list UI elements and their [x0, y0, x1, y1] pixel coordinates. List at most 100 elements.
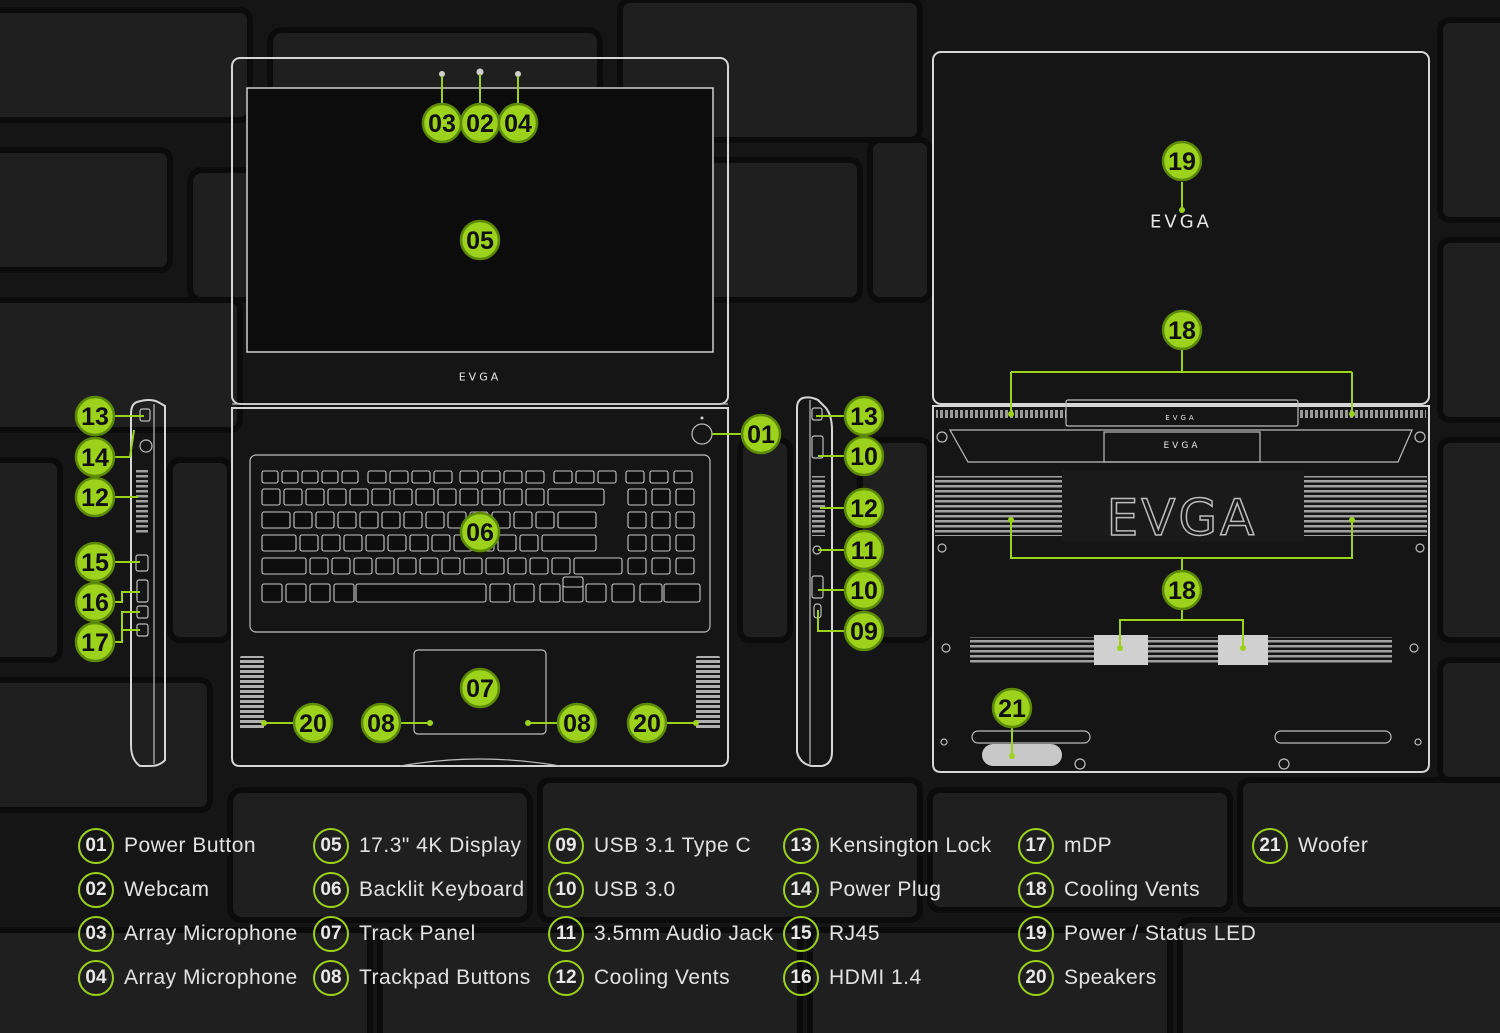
keycap — [562, 576, 584, 588]
svg-text:12: 12 — [850, 495, 878, 523]
keycap — [459, 470, 479, 484]
keycap — [285, 583, 307, 603]
keycap — [627, 488, 647, 506]
keycap — [585, 583, 607, 603]
keycap — [611, 583, 635, 603]
svg-text:12: 12 — [81, 484, 109, 512]
keycap — [397, 557, 417, 575]
keycap — [261, 511, 291, 529]
keycap — [513, 583, 535, 603]
front-view: EVGA — [231, 57, 729, 767]
svg-text:06: 06 — [466, 519, 494, 547]
svg-text:20: 20 — [633, 710, 661, 738]
keycap — [261, 488, 281, 506]
speaker-left — [240, 656, 264, 730]
speaker-right — [696, 656, 720, 730]
keycap — [261, 583, 283, 603]
keycap — [349, 488, 369, 506]
lid-back-outline — [932, 51, 1430, 405]
keycap — [597, 470, 617, 484]
keycap — [497, 534, 517, 552]
keycap — [331, 557, 351, 575]
keycap — [503, 470, 523, 484]
keycap — [437, 488, 457, 506]
keycap — [389, 470, 409, 484]
callout-08-right: 08 — [556, 702, 598, 744]
callout-16: 16 — [74, 581, 116, 623]
svg-text:15: 15 — [81, 549, 109, 577]
lid-logo: EVGA — [1150, 212, 1212, 233]
power-button[interactable] — [691, 423, 713, 445]
svg-text:08: 08 — [367, 710, 395, 738]
callout-14: 14 — [74, 436, 116, 478]
keycap — [675, 534, 695, 552]
keycap — [481, 470, 501, 484]
keycap — [375, 557, 395, 575]
keycap — [315, 511, 335, 529]
keycap — [525, 488, 545, 506]
keycap — [651, 534, 671, 552]
svg-text:09: 09 — [850, 618, 878, 646]
callout-10-lower: 10 — [843, 569, 885, 611]
keycap — [411, 470, 431, 484]
svg-text:01: 01 — [747, 421, 775, 449]
svg-text:16: 16 — [81, 589, 109, 617]
keycap — [553, 470, 573, 484]
keycap — [651, 488, 671, 506]
keycap — [293, 511, 313, 529]
svg-text:13: 13 — [81, 403, 109, 431]
callout-10-upper: 10 — [843, 435, 885, 477]
svg-text:21: 21 — [998, 695, 1026, 723]
keycap — [639, 583, 663, 603]
svg-text:02: 02 — [466, 110, 494, 138]
keycap — [337, 511, 357, 529]
callout-12-right: 12 — [843, 487, 885, 529]
keycap — [459, 488, 479, 506]
callout-18-upper: 18 — [1161, 309, 1203, 351]
svg-text:03: 03 — [428, 110, 456, 138]
keycap — [481, 488, 501, 506]
left-side-view — [130, 399, 166, 767]
callout-01: 01 — [740, 413, 782, 455]
keycap — [419, 557, 439, 575]
callout-04: 04 — [497, 102, 539, 144]
keycap — [463, 557, 483, 575]
woofer — [982, 744, 1062, 766]
bottom-panel-outline — [932, 405, 1430, 773]
keycap — [409, 534, 429, 552]
keycap — [261, 534, 297, 552]
keycap — [283, 488, 303, 506]
callout-20-right: 20 — [626, 702, 668, 744]
keycap — [675, 557, 695, 575]
svg-text:14: 14 — [81, 444, 109, 472]
keycap — [441, 557, 461, 575]
callout-13-left: 13 — [74, 395, 116, 437]
keycap — [309, 557, 329, 575]
svg-text:04: 04 — [504, 110, 532, 138]
keycap — [519, 534, 539, 552]
svg-text:20: 20 — [299, 710, 327, 738]
keycap — [387, 534, 407, 552]
keycap — [513, 511, 533, 529]
callout-08-left: 08 — [360, 702, 402, 744]
keycap — [489, 583, 511, 603]
keycap — [551, 557, 571, 575]
keycap — [651, 511, 671, 529]
keycap — [371, 488, 391, 506]
svg-text:10: 10 — [850, 443, 878, 471]
keycap — [675, 488, 695, 506]
keycap — [541, 534, 597, 552]
callout-19: 19 — [1161, 140, 1203, 182]
keycap — [393, 488, 413, 506]
keycap — [299, 534, 319, 552]
svg-text:17: 17 — [81, 629, 109, 657]
keycap — [353, 557, 373, 575]
svg-text:EVGA: EVGA — [1164, 441, 1201, 451]
svg-text:EVGA: EVGA — [1165, 414, 1196, 422]
callout-03: 03 — [421, 102, 463, 144]
svg-text:08: 08 — [563, 710, 591, 738]
callout-15: 15 — [74, 541, 116, 583]
trackpad[interactable] — [413, 649, 547, 735]
keycap — [341, 470, 359, 484]
bottom-logo: EVGA — [1107, 489, 1258, 547]
